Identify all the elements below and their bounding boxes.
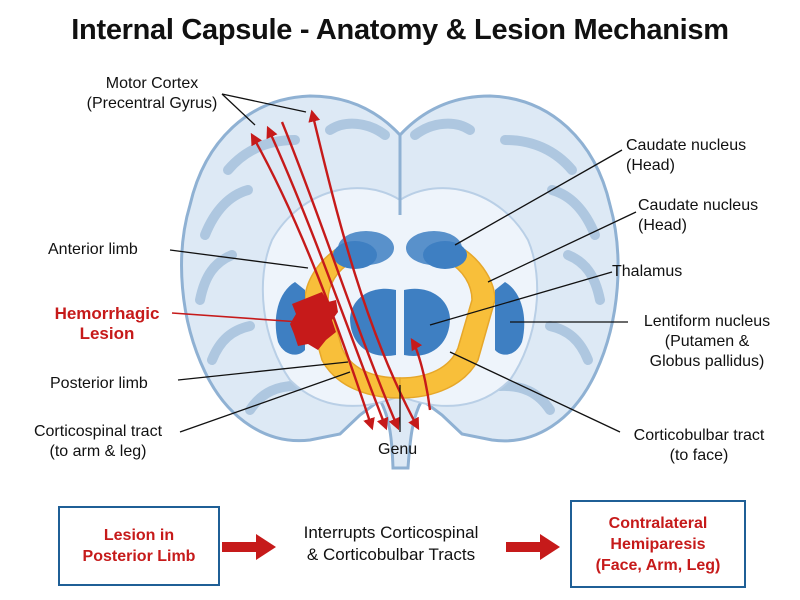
label-thalamus: Thalamus: [612, 263, 683, 280]
flow-box-hemiparesis: Contralateral Hemiparesis (Face, Arm, Le…: [570, 500, 746, 588]
page-title: Internal Capsule - Anatomy & Lesion Mech…: [71, 14, 729, 46]
label-caudate-head-2: Caudate nucleus (Head): [638, 197, 759, 234]
label-corticospinal-tract: Corticospinal tract (to arm & leg): [33, 423, 163, 460]
label-genu: Genu: [378, 441, 418, 458]
corticospinal-tracts: [250, 109, 432, 431]
label-anterior-limb: Anterior limb: [48, 241, 138, 258]
label-motor-cortex: Motor Cortex (Precentral Gyrus): [86, 75, 218, 112]
leader-lines: [169, 93, 637, 433]
caudate-body-right: [406, 231, 462, 265]
label-corticobulbar-tract: Corticobulbar tract (to face): [633, 427, 765, 464]
label-hemorrhagic-lesion: Hemorrhagic Lesion: [54, 304, 160, 343]
lesion-leader: [171, 312, 301, 323]
flow-arrows: [222, 534, 560, 560]
label-posterior-limb: Posterior limb: [50, 375, 148, 392]
gyri-right: [410, 118, 605, 415]
flow-middle-text: Interrupts Corticospinal & Corticobulbar…: [303, 523, 479, 564]
label-lentiform-nucleus: Lentiform nucleus (Putamen & Globus pall…: [643, 313, 771, 370]
flow-box-lesion: Lesion in Posterior Limb: [58, 506, 220, 586]
label-caudate-head-1: Caudate nucleus (Head): [626, 137, 747, 174]
